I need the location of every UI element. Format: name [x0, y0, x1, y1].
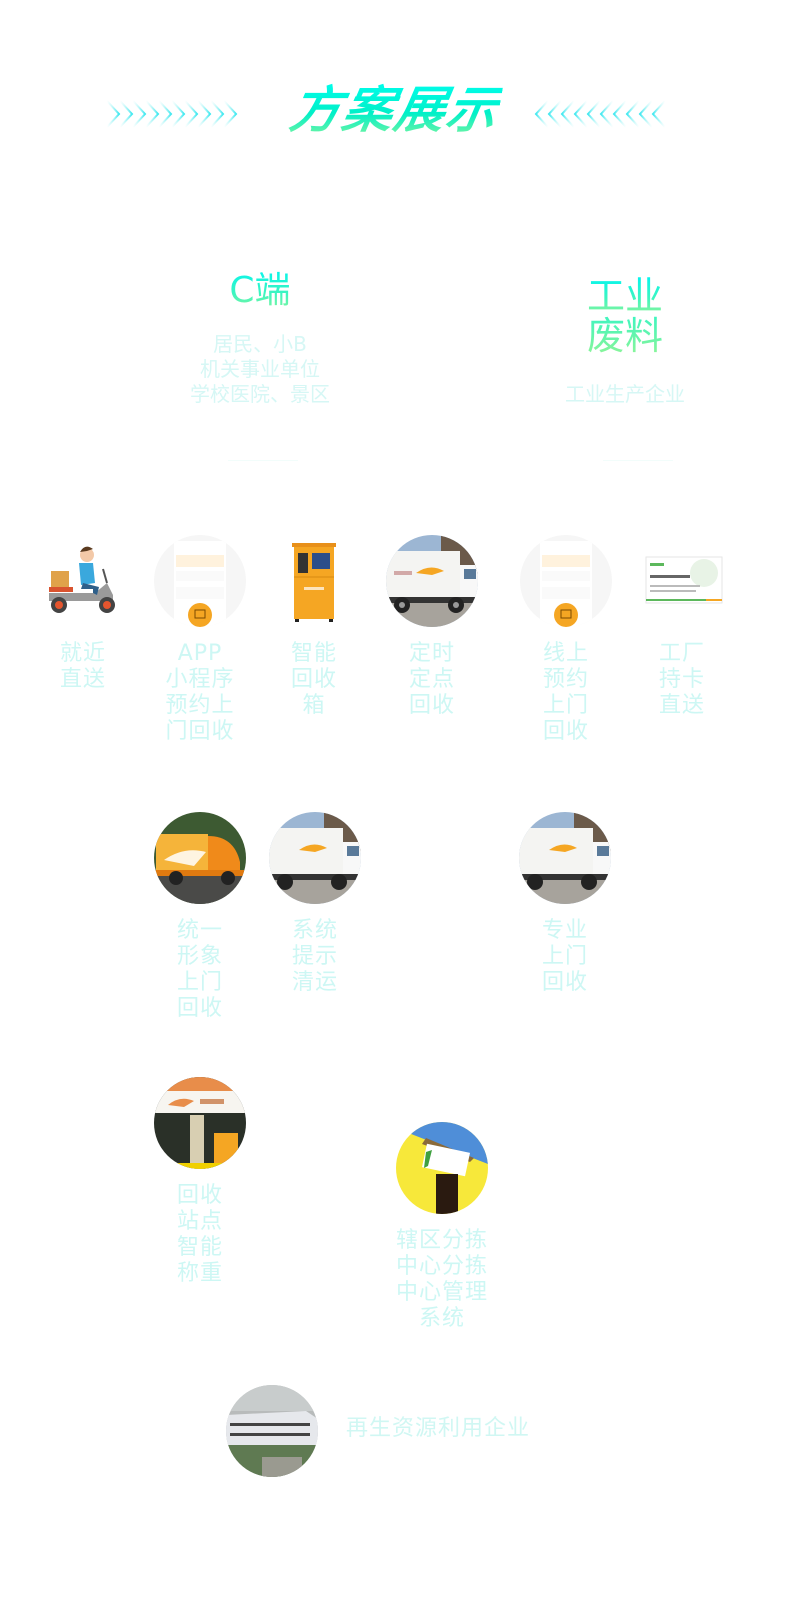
factory-building-image	[226, 1385, 318, 1477]
label-line: 上门	[541, 944, 588, 969]
label-line: 直送	[59, 667, 106, 692]
process-label: 回收 站点 智能 称重	[154, 1183, 246, 1287]
method-scheduled-pickup[interactable]: 定时 定点 回收	[386, 535, 478, 719]
category-consumer: C端 居民、小B 机关事业单位 学校医院、景区	[170, 268, 350, 407]
label-line: 形象	[176, 944, 223, 969]
label-line: 系统	[291, 918, 338, 943]
label-line: 回收	[176, 1183, 223, 1208]
label-line: 上门	[542, 693, 589, 718]
label-line: 工厂	[658, 641, 705, 666]
chevron-left-icon	[534, 100, 666, 128]
label-line: 门回收	[165, 719, 235, 744]
process-professional-pickup[interactable]: 专业 上门 回收	[519, 812, 611, 996]
label-line: 定点	[408, 667, 455, 692]
label-line: 清运	[291, 970, 338, 995]
label-line: 回收	[542, 719, 589, 744]
method-app-miniprogram[interactable]: APP 小程序 预约上 门回收	[154, 535, 246, 745]
process-sorting-center[interactable]: 辖区分拣 中心分拣 中心管理 系统	[395, 1122, 489, 1332]
label-line: 预约上	[165, 693, 235, 718]
category-consumer-subtitle-line: 学校医院、景区	[190, 382, 330, 406]
chevron-right-icon	[106, 100, 238, 128]
label-line: APP	[177, 641, 223, 666]
label-line: 智能	[290, 641, 337, 666]
category-industrial-subtitle: 工业生产企业	[565, 382, 685, 406]
label-line: 称重	[176, 1261, 223, 1286]
label-line: 中心分拣	[395, 1254, 488, 1279]
app-phone-image	[154, 535, 246, 627]
method-label: 定时 定点 回收	[386, 641, 478, 719]
label-line: 智能	[176, 1235, 223, 1260]
white-truck-image	[386, 535, 478, 627]
label-line: 系统	[418, 1306, 465, 1331]
label-line: 箱	[302, 693, 326, 718]
factory-card-image	[636, 535, 728, 627]
label-line: 线上	[542, 641, 589, 666]
connector-line	[228, 460, 298, 461]
orange-tricycle-image	[154, 812, 246, 904]
category-consumer-title: C端	[170, 268, 350, 314]
white-truck-image	[269, 812, 361, 904]
method-label: 工厂 持卡 直送	[636, 641, 728, 719]
section-title-text: 方案展示	[285, 78, 504, 142]
label-line: 统一	[176, 918, 223, 943]
label-line: 直送	[658, 693, 705, 718]
left-chevrons-decoration	[105, 97, 240, 131]
white-truck-image	[519, 812, 611, 904]
category-industrial-title-line: 废料	[540, 316, 710, 356]
final-enterprise-label: 再生资源利用企业	[346, 1416, 531, 1441]
method-label: APP 小程序 预约上 门回收	[154, 641, 246, 745]
label-line: 回收	[541, 970, 588, 995]
connector-line	[603, 460, 673, 461]
category-consumer-subtitle-line: 居民、小B	[213, 332, 307, 356]
label-line: 专业	[541, 918, 588, 943]
label-line: 回收	[290, 667, 337, 692]
smart-recycle-box-image	[268, 535, 360, 627]
category-industrial: 工业 废料 工业生产企业	[540, 276, 710, 407]
right-chevrons-decoration	[532, 97, 667, 131]
final-enterprise[interactable]	[226, 1385, 318, 1477]
method-online-booking[interactable]: 线上 预约 上门 回收	[520, 535, 612, 745]
sorting-center-image	[396, 1122, 488, 1214]
category-consumer-subtitle-line: 机关事业单位	[200, 357, 320, 381]
method-nearby-delivery[interactable]: 就近 直送	[37, 535, 129, 693]
process-label: 辖区分拣 中心分拣 中心管理 系统	[387, 1228, 497, 1332]
label-line: 中心管理	[395, 1280, 488, 1305]
process-label: 统一 形象 上门 回收	[154, 918, 246, 1022]
delivery-scooter-image	[37, 535, 129, 627]
process-label: 系统 提示 清运	[269, 918, 361, 996]
label-line: 定时	[408, 641, 455, 666]
method-label: 线上 预约 上门 回收	[520, 641, 612, 745]
process-system-cleanup[interactable]: 系统 提示 清运	[269, 812, 361, 996]
method-smart-recycle-box[interactable]: 智能 回收 箱	[268, 535, 360, 719]
recycle-station-image	[154, 1077, 246, 1169]
label-line: 小程序	[165, 667, 235, 692]
label-line: 回收	[408, 693, 455, 718]
label-line: 上门	[176, 970, 223, 995]
process-recycle-station[interactable]: 回收 站点 智能 称重	[154, 1077, 246, 1287]
method-label: 就近 直送	[37, 641, 129, 693]
label-line: 持卡	[658, 667, 705, 692]
process-label: 专业 上门 回收	[519, 918, 611, 996]
category-industrial-title-line: 工业	[540, 276, 710, 316]
method-factory-card[interactable]: 工厂 持卡 直送	[636, 535, 728, 719]
label-line: 辖区分拣	[395, 1228, 488, 1253]
process-unified-pickup[interactable]: 统一 形象 上门 回收	[154, 812, 246, 1022]
label-line: 提示	[291, 944, 338, 969]
method-label: 智能 回收 箱	[268, 641, 360, 719]
label-line: 站点	[176, 1209, 223, 1234]
label-line: 回收	[176, 996, 223, 1021]
app-phone-image	[520, 535, 612, 627]
label-line: 预约	[542, 667, 589, 692]
label-line: 就近	[59, 641, 106, 666]
